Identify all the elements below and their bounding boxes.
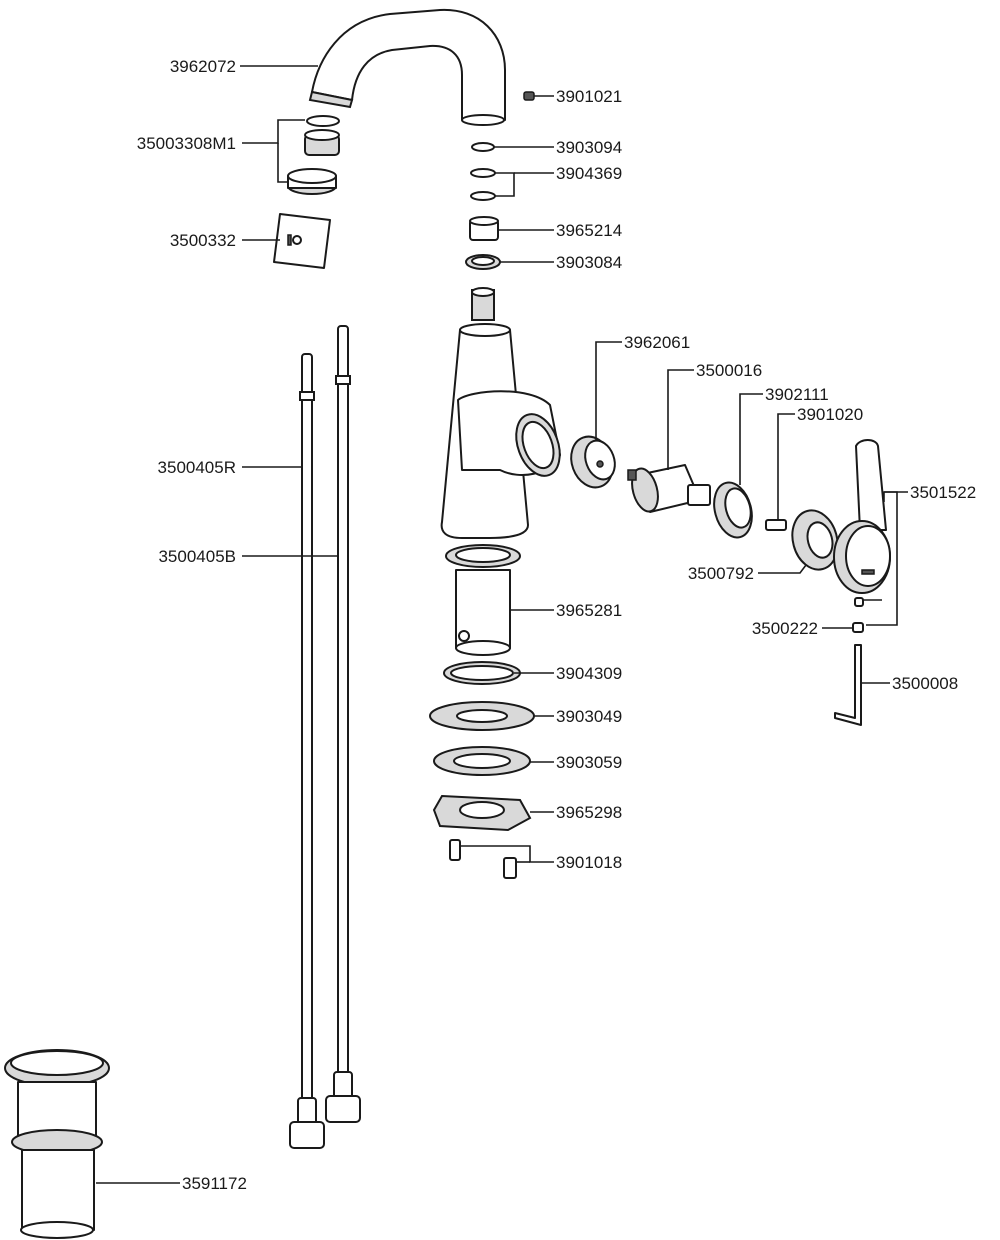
o-rings — [470, 142, 496, 201]
label-3901018: 3901018 — [556, 853, 622, 872]
ring-3903084 — [465, 254, 501, 270]
washer-3903059 — [433, 746, 531, 776]
label-3965281: 3965281 — [556, 601, 622, 620]
shank-3965281 — [445, 544, 521, 656]
mixer-body — [440, 287, 561, 539]
label-3500222: 3500222 — [752, 619, 818, 638]
part-labels: 3962072 35003308M1 3500332 3901021 39030… — [137, 57, 976, 1193]
label-3501522: 3501522 — [910, 483, 976, 502]
screw-3901020 — [765, 519, 787, 531]
label-3904369: 3904369 — [556, 164, 622, 183]
studs-3901018 — [449, 839, 517, 879]
seal-3904309 — [443, 661, 521, 685]
label-3901021: 3901021 — [556, 87, 622, 106]
label-3500008: 3500008 — [892, 674, 958, 693]
clip-3965214 — [469, 216, 499, 241]
popup-waste-3591172 — [4, 1049, 110, 1239]
label-35003308M1: 35003308M1 — [137, 134, 236, 153]
label-3500332: 3500332 — [170, 231, 236, 250]
label-3903084: 3903084 — [556, 253, 622, 272]
label-3903049: 3903049 — [556, 707, 622, 726]
label-3965298: 3965298 — [556, 803, 622, 822]
label-3903059: 3903059 — [556, 753, 622, 772]
lever-handle-3501522 — [833, 439, 891, 594]
nut-3902111 — [713, 481, 753, 539]
leader-lines — [96, 65, 908, 1184]
label-3901020: 3901020 — [797, 405, 863, 424]
hose-3500405R — [289, 353, 325, 1149]
cartridge-3500016 — [627, 464, 711, 513]
label-3965214: 3965214 — [556, 221, 622, 240]
label-3500405B: 3500405B — [158, 547, 236, 566]
adaptor-3962061 — [570, 435, 616, 489]
grub-screw-3901021 — [523, 91, 535, 101]
mounting-bracket — [273, 213, 331, 269]
spout — [308, 8, 506, 126]
label-3500792: 3500792 — [688, 564, 754, 583]
label-3962072: 3962072 — [170, 57, 236, 76]
grub-screws-3500222 — [852, 597, 864, 633]
hex-key-3500008 — [834, 644, 862, 726]
aerator-assembly — [287, 115, 340, 195]
plate-3965298 — [432, 794, 532, 832]
label-3902111: 3902111 — [765, 385, 829, 404]
label-3962061: 3962061 — [624, 333, 690, 352]
cover-3500792 — [791, 509, 839, 571]
label-3904309: 3904309 — [556, 664, 622, 683]
label-3591172: 3591172 — [182, 1174, 247, 1193]
label-3903094: 3903094 — [556, 138, 622, 157]
washer-3903049 — [429, 701, 535, 731]
hose-3500405B — [325, 325, 361, 1123]
label-3500405R: 3500405R — [158, 458, 236, 477]
label-3500016: 3500016 — [696, 361, 762, 380]
